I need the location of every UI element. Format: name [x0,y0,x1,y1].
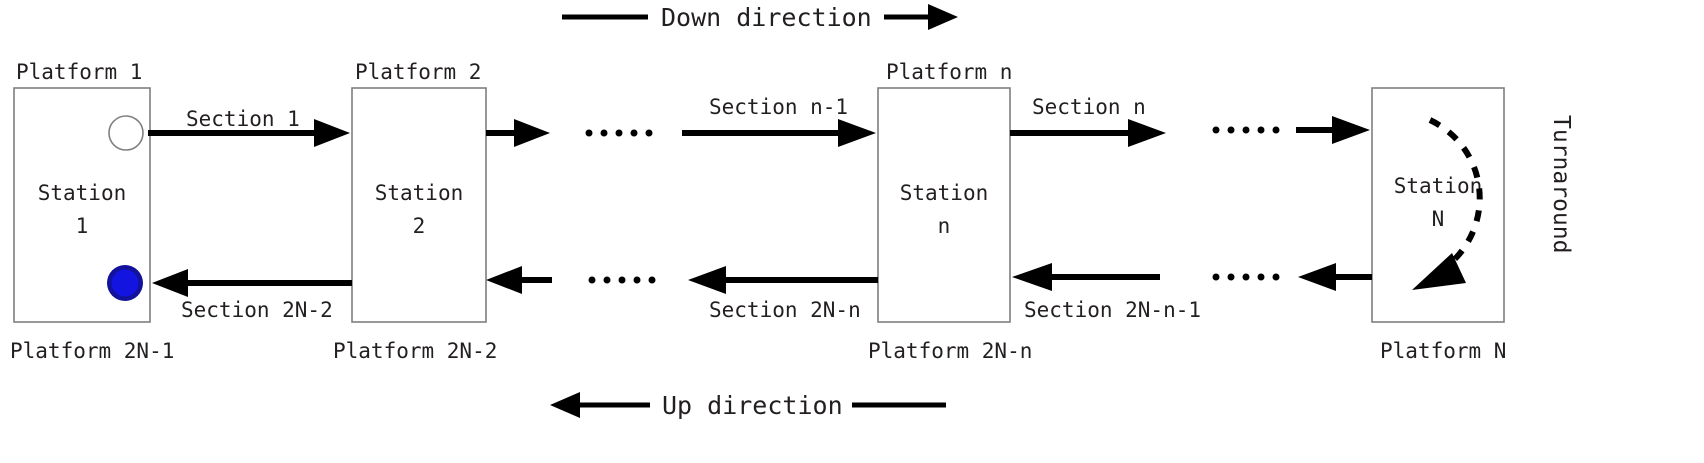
down-ellipsis-2 [1212,126,1280,134]
up-track-segment-1 [152,269,352,297]
down-arrowhead-icon-4 [1128,119,1166,147]
section-label-2N-n-1: Section 2N-n-1 [1024,298,1201,322]
up-track-segment-5 [1298,263,1372,291]
section-label-2N-n: Section 2N-n [709,298,861,322]
down-track-segment-5 [1296,116,1370,144]
station-name-line2-1: 1 [76,214,89,238]
up-arrowhead-icon-3 [688,266,726,294]
train-marker-empty-icon[interactable] [108,115,144,151]
platform-label-bottom-1: Platform 2N-1 [10,339,174,363]
station-name-line1-1: Station [38,181,127,205]
up-arrowhead-icon-4 [1012,263,1052,291]
up-arrowhead-icon-5 [1298,263,1336,291]
down-direction-label: Down direction [661,3,872,32]
station-name-line1-2: Station [375,181,464,205]
platform-label-bottom-2: Platform 2N-2 [333,339,497,363]
station-name-group-1: Station 1 [38,181,127,238]
station-name-line2-N: N [1432,207,1445,231]
down-arrowhead-icon-3 [838,119,876,147]
down-arrowhead-icon-5 [1332,116,1370,144]
up-direction-indicator: Up direction [550,391,946,420]
down-track-segment-1 [148,119,350,147]
down-direction-arrowhead-icon [928,4,958,30]
up-ellipsis-2 [1212,273,1280,281]
up-direction-arrowhead-icon [550,392,580,418]
down-arrowhead-icon-2 [514,119,550,147]
up-ellipsis-1 [588,276,656,284]
train-marker-filled-icon[interactable] [107,265,143,301]
up-arrowhead-icon-1 [152,269,188,297]
platform-label-top-1: Platform 1 [16,60,142,84]
up-arrowhead-icon-2 [486,266,522,294]
turnaround-curve-icon [1428,117,1483,273]
down-arrowhead-icon-1 [314,119,350,147]
down-track-segment-4 [1010,119,1166,147]
turnaround-curve-group [1412,117,1483,290]
platform-label-bottom-n: Platform 2N-n [868,339,1032,363]
section-label-1: Section 1 [186,107,300,131]
up-direction-label: Up direction [662,391,843,420]
up-track-segment-2 [486,266,552,294]
station-name-line1-n: Station [900,181,989,205]
station-name-line1-N: Station [1394,174,1483,198]
section-label-2N-2: Section 2N-2 [181,298,333,322]
down-track-segment-3 [682,119,876,147]
station-name-group-2: Station 2 [375,181,464,238]
section-label-n: Section n [1032,95,1146,119]
platform-label-top-n: Platform n [886,60,1012,84]
station-name-group-N: Station N [1394,174,1483,231]
up-track-segment-3 [688,266,878,294]
station-name-group-n: Station n [900,181,989,238]
section-label-n-minus-1: Section n-1 [709,95,848,119]
turnaround-arrowhead-icon [1412,253,1466,290]
station-box-n[interactable] [877,87,1011,323]
down-track-segment-2 [486,119,550,147]
down-ellipsis-1 [585,129,653,137]
station-name-line2-2: 2 [413,214,426,238]
station-box-2[interactable] [351,87,487,323]
turnaround-label: Turnaround [1548,115,1574,253]
down-direction-indicator: Down direction [562,3,958,32]
platform-label-bottom-N: Platform N [1380,339,1506,363]
station-name-line2-n: n [938,214,951,238]
up-track-segment-4 [1012,263,1160,291]
platform-label-top-2: Platform 2 [355,60,481,84]
